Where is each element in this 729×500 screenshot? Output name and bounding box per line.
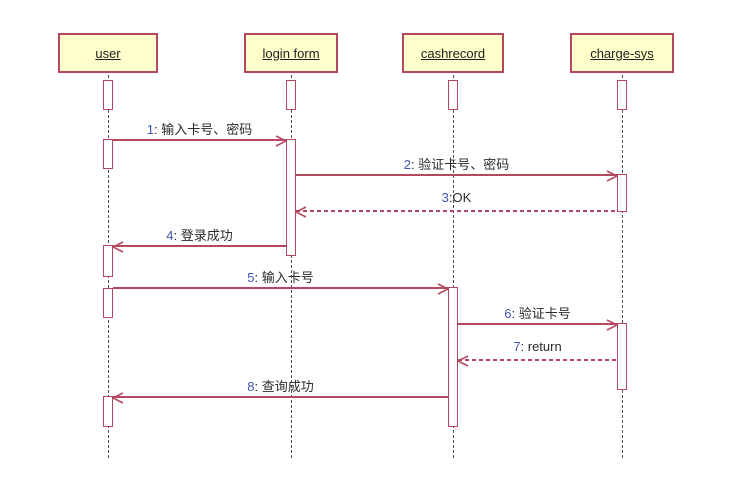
activation-bar: [448, 287, 458, 427]
open-arrowhead-icon: [436, 282, 450, 300]
activation-bar: [617, 323, 627, 390]
message-separator: :: [511, 306, 519, 321]
message-label-7: 7: return: [513, 339, 561, 354]
message-text: 验证卡号: [518, 306, 571, 321]
lifeline-login-form: [290, 75, 292, 458]
lifeline-head-login-form: login form: [244, 33, 338, 73]
message-text: 输入卡号、密码: [161, 122, 253, 137]
activation-bar: [448, 80, 458, 110]
activation-bar: [286, 80, 296, 110]
open-arrowhead-icon: [605, 318, 619, 336]
message-text: OK: [452, 190, 472, 205]
message-number: 7: [513, 339, 521, 354]
message-label-1: 1: 输入卡号、密码: [147, 119, 252, 138]
message-label-6: 6: 验证卡号: [504, 303, 570, 322]
lifeline-head-label: charge-sys: [590, 45, 654, 61]
message-number: 8: [247, 379, 255, 394]
activation-bar: [103, 245, 113, 277]
message-number: 6: [504, 306, 512, 321]
activation-bar: [103, 288, 113, 318]
message-separator: :: [153, 122, 162, 137]
activation-bar: [103, 396, 113, 427]
message-text: 验证卡号、密码: [418, 157, 510, 172]
activation-bar: [103, 139, 113, 169]
message-line-7: [458, 359, 617, 361]
message-number: 4: [166, 228, 174, 243]
lifeline-head-label: login form: [262, 45, 320, 61]
message-label-5: 5: 输入卡号: [247, 267, 313, 286]
message-line-6: [458, 323, 617, 325]
message-separator: :: [448, 190, 453, 205]
message-label-8: 8: 查询成功: [247, 376, 313, 395]
message-text: 查询成功: [261, 379, 314, 394]
message-text: return: [527, 339, 562, 354]
activation-bar: [617, 80, 627, 110]
message-number: 2: [403, 157, 411, 172]
open-arrowhead-icon: [605, 169, 619, 187]
message-line-5: [113, 287, 448, 289]
message-line-4: [113, 245, 286, 247]
activation-bar: [617, 174, 627, 212]
message-line-1: [113, 139, 286, 141]
lifeline-cashrecord: [452, 75, 454, 458]
message-separator: :: [254, 270, 262, 285]
lifeline-charge-sys: [621, 75, 623, 458]
message-text: 登录成功: [180, 228, 233, 243]
message-separator: :: [254, 379, 262, 394]
message-line-3: [296, 210, 617, 212]
lifeline-head-label: user: [95, 45, 121, 61]
message-number: 3: [441, 190, 449, 205]
message-line-8: [113, 396, 448, 398]
message-number: 1: [146, 122, 154, 137]
message-label-3: 3:OK: [442, 190, 472, 205]
message-label-4: 4: 登录成功: [166, 225, 232, 244]
open-arrowhead-icon: [111, 391, 125, 409]
open-arrowhead-icon: [274, 134, 288, 152]
activation-bar: [103, 80, 113, 110]
message-number: 5: [247, 270, 255, 285]
lifeline-head-cashrecord: cashrecord: [402, 33, 504, 73]
message-text: 输入卡号: [261, 270, 314, 285]
open-arrowhead-icon: [456, 354, 470, 372]
activation-bar: [286, 139, 296, 256]
message-separator: :: [520, 339, 528, 354]
lifeline-head-label: cashrecord: [420, 45, 486, 61]
message-line-2: [296, 174, 617, 176]
lifeline-head-charge-sys: charge-sys: [570, 33, 674, 73]
open-arrowhead-icon: [111, 240, 125, 258]
open-arrowhead-icon: [294, 205, 308, 223]
message-label-2: 2: 验证卡号、密码: [404, 154, 509, 173]
message-separator: :: [173, 228, 181, 243]
message-separator: :: [410, 157, 419, 172]
lifeline-head-user: user: [58, 33, 158, 73]
